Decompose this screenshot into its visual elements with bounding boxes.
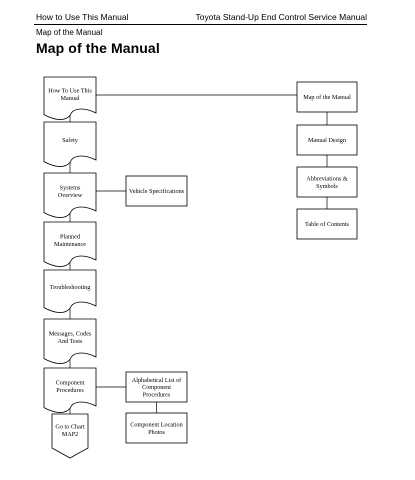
node-how-to-use-label-1: Manual (61, 95, 80, 102)
node-systems-overview-label-1: Overview (58, 192, 83, 199)
node-alphabetical-list-label-2: Procedures (143, 391, 171, 398)
node-abbreviations-symbols-label-1: Symbols (316, 183, 338, 190)
node-component-location-photos-label-1: Photos (148, 429, 165, 436)
node-manual-design-label-0: Manual Design (308, 137, 346, 144)
node-vehicle-specifications-label-0: Vehicle Specifications (129, 188, 185, 195)
node-alphabetical-list-label-0: Alphabetical List of (132, 377, 182, 384)
node-abbreviations-symbols: Abbreviations &Symbols (296, 166, 358, 198)
node-systems-overview-shape (43, 172, 97, 218)
node-safety: Safety (43, 121, 97, 167)
node-alphabetical-list-shape (125, 371, 188, 403)
node-troubleshooting-shape (43, 269, 97, 313)
header-manual-section: How to Use This Manual (36, 12, 129, 22)
node-planned-maintenance-shape (43, 221, 97, 267)
node-systems-overview-label-0: Systems (60, 185, 81, 192)
node-troubleshooting: Troubleshooting (43, 269, 97, 313)
node-manual-design: Manual Design (296, 124, 358, 156)
connector-lines (69, 94, 328, 414)
node-component-location-photos-label-0: Component Location (130, 422, 182, 429)
node-how-to-use-shape (43, 76, 97, 120)
node-go-to-chart-label-0: Go to Chart (55, 424, 84, 431)
node-vehicle-specifications-shape (125, 175, 188, 207)
node-safety-shape (43, 121, 97, 167)
node-alphabetical-list-label-1: Component (142, 384, 171, 391)
section-label: Map of the Manual (36, 28, 103, 37)
node-safety-label-0: Safety (62, 137, 79, 144)
node-troubleshooting-label-0: Troubleshooting (50, 284, 91, 291)
node-table-of-contents-label-0: Table of Contents (305, 221, 349, 228)
node-component-procedures-shape (43, 367, 97, 413)
node-component-procedures-label-1: Procedures (56, 387, 84, 394)
node-table-of-contents-shape (296, 208, 358, 240)
node-abbreviations-symbols-label-0: Abbreviations & (306, 176, 348, 183)
node-planned-maintenance-label-1: Maintenance (54, 241, 86, 248)
node-table-of-contents: Table of Contents (296, 208, 358, 240)
node-vehicle-specifications: Vehicle Specifications (125, 175, 188, 207)
node-map-of-the-manual: Map of the Manual (296, 81, 358, 113)
page-title: Map of the Manual (36, 40, 160, 56)
node-map-of-the-manual-label-0: Map of the Manual (303, 94, 351, 101)
node-messages-codes-tests-shape (43, 318, 97, 364)
node-manual-design-shape (296, 124, 358, 156)
header-divider (34, 24, 367, 25)
node-component-procedures-label-0: Component (56, 380, 85, 387)
node-map-of-the-manual-shape (296, 81, 358, 113)
node-go-to-chart-shape (51, 413, 89, 459)
node-planned-maintenance-label-0: Planned (60, 234, 81, 241)
node-messages-codes-tests-label-1: And Tests (58, 338, 83, 345)
node-abbreviations-symbols-shape (296, 166, 358, 198)
header-manual-title: Toyota Stand-Up End Control Service Manu… (195, 12, 367, 22)
node-how-to-use-label-0: How To Use This (48, 88, 92, 95)
node-component-location-photos-shape (125, 412, 188, 444)
node-messages-codes-tests-label-0: Messages, Codes (49, 331, 92, 338)
node-go-to-chart-label-1: MAP2 (62, 431, 79, 438)
